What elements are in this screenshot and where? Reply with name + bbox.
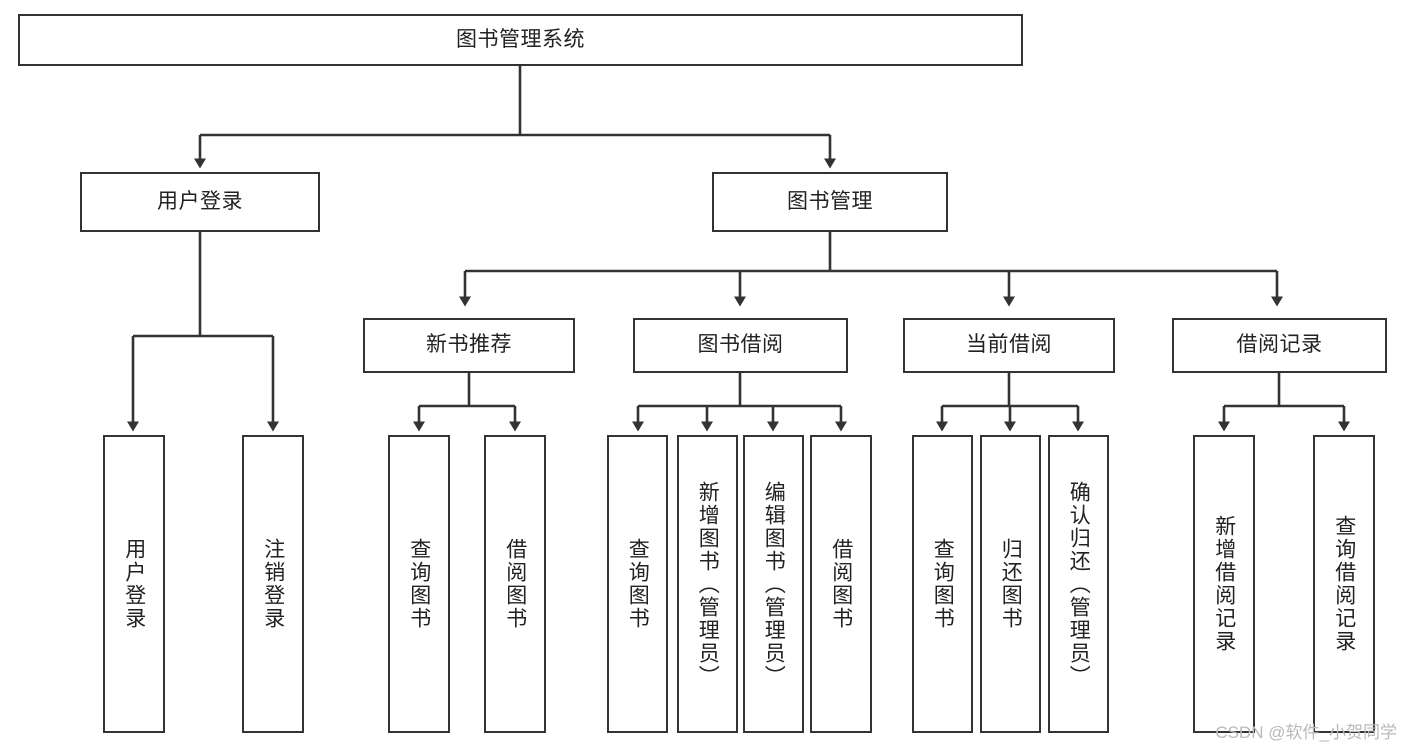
node-leaf-query-borrow-record[interactable]: 查询借阅记录 [1313,435,1375,733]
node-book-borrow[interactable]: 图书借阅 [633,318,848,373]
node-leaf-user-login-label: 用户登录 [122,538,146,630]
node-leaf-user-login[interactable]: 用户登录 [103,435,165,733]
node-leaf-add-book-admin[interactable]: 新增图书（管理员） [677,435,738,733]
node-leaf-add-book-admin-label: 新增图书（管理员） [696,480,720,688]
node-leaf-user-logout-label: 注销登录 [261,538,285,630]
node-book-management-label: 图书管理 [787,189,873,213]
node-leaf-query-book-3[interactable]: 查询图书 [912,435,973,733]
node-user-login[interactable]: 用户登录 [80,172,320,232]
node-leaf-query-book-1-label: 查询图书 [407,538,431,630]
node-root[interactable]: 图书管理系统 [18,14,1023,66]
node-leaf-confirm-return-admin[interactable]: 确认归还（管理员） [1048,435,1109,733]
node-leaf-query-book-1[interactable]: 查询图书 [388,435,450,733]
node-new-book-recommend[interactable]: 新书推荐 [363,318,575,373]
node-root-label: 图书管理系统 [456,27,585,51]
node-leaf-add-borrow-record[interactable]: 新增借阅记录 [1193,435,1255,733]
csdn-watermark: CSDN @软件_小贺同学 [1215,723,1397,742]
node-leaf-confirm-return-admin-label: 确认归还（管理员） [1067,480,1091,688]
node-current-borrow-label: 当前借阅 [966,333,1052,357]
node-leaf-borrow-book-1-label: 借阅图书 [503,538,527,630]
node-leaf-return-book-label: 归还图书 [999,538,1023,630]
node-book-management[interactable]: 图书管理 [712,172,948,232]
node-leaf-edit-book-admin[interactable]: 编辑图书（管理员） [743,435,804,733]
node-leaf-return-book[interactable]: 归还图书 [980,435,1041,733]
node-borrow-record[interactable]: 借阅记录 [1172,318,1387,373]
node-new-book-recommend-label: 新书推荐 [426,333,512,357]
node-current-borrow[interactable]: 当前借阅 [903,318,1115,373]
node-leaf-borrow-book-1[interactable]: 借阅图书 [484,435,546,733]
node-leaf-edit-book-admin-label: 编辑图书（管理员） [762,480,786,688]
node-leaf-query-book-3-label: 查询图书 [931,538,955,630]
node-leaf-query-borrow-record-label: 查询借阅记录 [1332,515,1356,653]
node-leaf-add-borrow-record-label: 新增借阅记录 [1212,515,1236,653]
node-user-login-label: 用户登录 [157,189,243,213]
node-leaf-query-book-2[interactable]: 查询图书 [607,435,668,733]
node-borrow-record-label: 借阅记录 [1236,333,1323,357]
node-leaf-borrow-book-2-label: 借阅图书 [829,538,853,630]
node-leaf-borrow-book-2[interactable]: 借阅图书 [810,435,872,733]
node-leaf-query-book-2-label: 查询图书 [626,538,650,630]
node-leaf-user-logout[interactable]: 注销登录 [242,435,304,733]
node-book-borrow-label: 图书借阅 [697,333,784,357]
